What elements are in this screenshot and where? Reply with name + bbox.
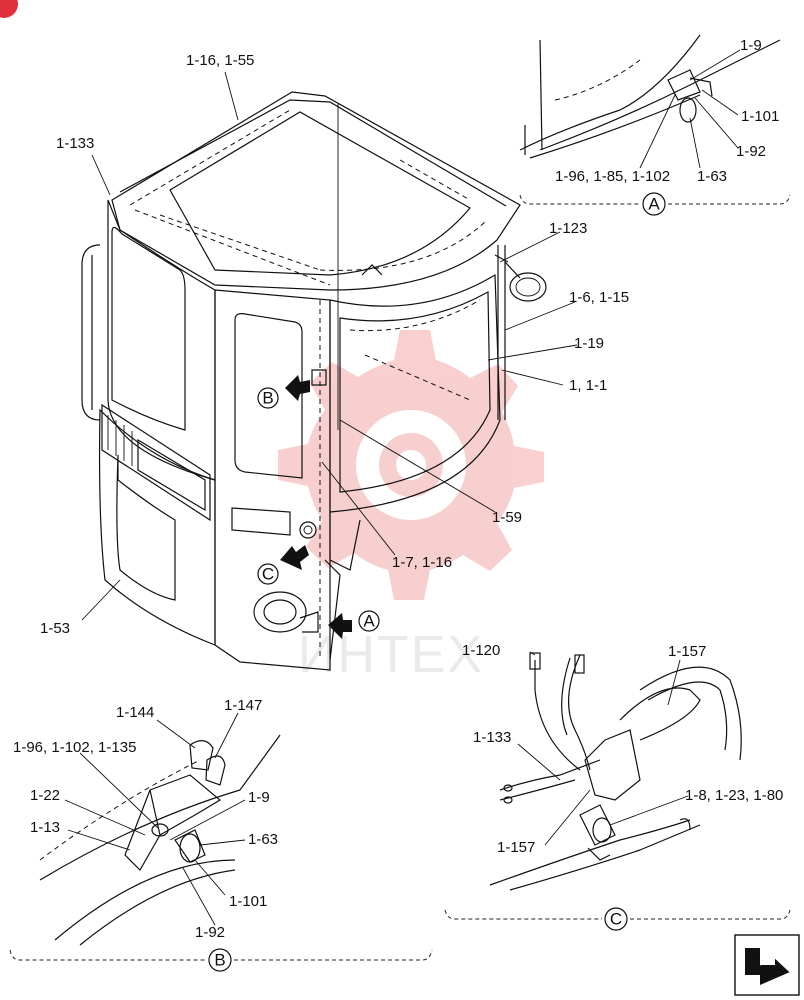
callout-c-4: 1-157 <box>497 839 535 856</box>
callout-main-7: 1-7, 1-16 <box>392 554 452 571</box>
callout-main-8: 1-53 <box>40 620 70 637</box>
callout-b-7: 1-101 <box>229 893 267 910</box>
view-marker-b-text: B <box>262 389 273 408</box>
detail-c: 1-120 1-157 1-133 1-8, 1-23, 1-80 1-157 … <box>444 642 791 931</box>
callout-a-1: 1-101 <box>741 108 779 125</box>
watermark-gear-icon <box>278 330 544 600</box>
view-marker-b: B <box>257 375 310 409</box>
callout-main-6: 1-59 <box>492 509 522 526</box>
return-arrow-icon[interactable] <box>734 934 800 996</box>
corner-badge <box>0 0 18 18</box>
watermark-text: ИНТЕХ <box>298 626 484 684</box>
callout-main-2: 1-123 <box>549 220 587 237</box>
detail-a: 1-9 1-101 1-92 1-96, 1-85, 1-102 1-63 A <box>519 34 791 216</box>
callout-b-3: 1-22 <box>30 787 60 804</box>
callout-b-8: 1-92 <box>195 924 225 941</box>
callout-a-4: 1-63 <box>697 168 727 185</box>
callout-b-1: 1-147 <box>224 697 262 714</box>
view-marker-a-text: A <box>363 612 375 631</box>
main-cab-view: 1-16, 1-55 1-133 1-123 1-6, 1-15 1-19 1,… <box>40 52 629 671</box>
callout-c-1: 1-157 <box>668 643 706 660</box>
callout-b-5: 1-13 <box>30 819 60 836</box>
watermark: ИНТЕХ <box>278 330 544 684</box>
callout-b-0: 1-144 <box>116 704 154 721</box>
callout-c-3: 1-8, 1-23, 1-80 <box>685 787 783 804</box>
detail-b-marker: B <box>214 951 225 970</box>
callout-b-2: 1-96, 1-102, 1-135 <box>13 739 136 756</box>
callout-main-5: 1, 1-1 <box>569 377 607 394</box>
view-marker-c-text: C <box>262 565 274 584</box>
callout-main-0: 1-16, 1-55 <box>186 52 254 69</box>
detail-c-marker: C <box>610 910 622 929</box>
callout-main-1: 1-133 <box>56 135 94 152</box>
view-marker-c: C <box>257 545 309 585</box>
callout-c-0: 1-120 <box>462 642 500 659</box>
callout-a-3: 1-96, 1-85, 1-102 <box>555 168 670 185</box>
callout-a-0: 1-9 <box>740 37 762 54</box>
callout-c-2: 1-133 <box>473 729 511 746</box>
callout-main-3: 1-6, 1-15 <box>569 289 629 306</box>
detail-b: 1-144 1-147 1-96, 1-102, 1-135 1-22 1-9 … <box>9 697 433 972</box>
callout-b-4: 1-9 <box>248 789 270 806</box>
detail-a-marker: A <box>648 195 660 214</box>
callout-a-2: 1-92 <box>736 143 766 160</box>
view-marker-a: A <box>328 610 380 639</box>
callout-b-6: 1-63 <box>248 831 278 848</box>
callout-main-4: 1-19 <box>574 335 604 352</box>
